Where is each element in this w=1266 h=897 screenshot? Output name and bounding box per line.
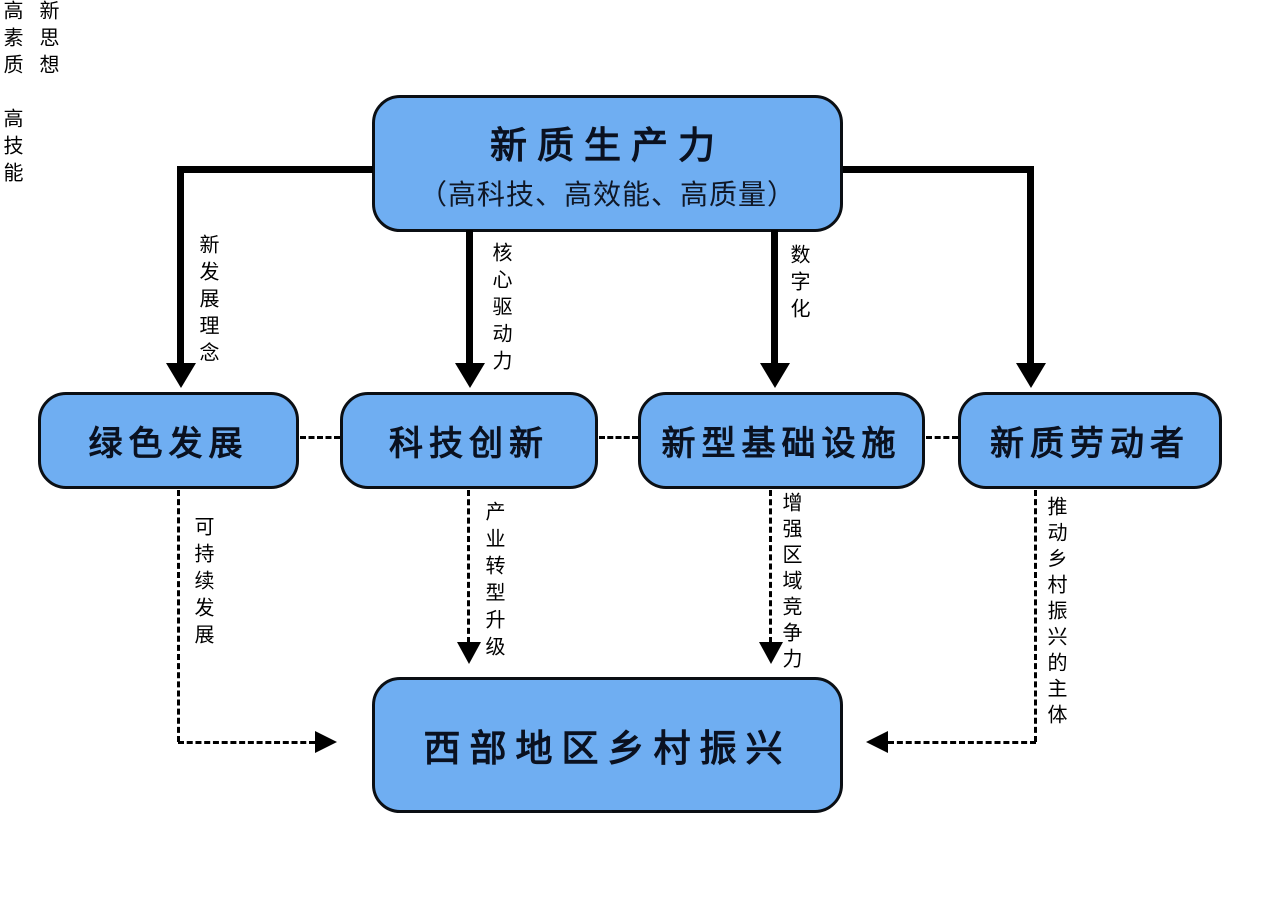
edge-label-core-driving-force: 核心驱动力 <box>489 242 513 377</box>
node-western-rural-revitalization: 西部地区乡村振兴 <box>372 677 843 813</box>
solid-edge-left-horizontal <box>177 166 373 173</box>
edge-label-industrial-upgrading: 产业转型升级 <box>482 501 506 663</box>
arrowhead-right-icon <box>315 731 337 753</box>
node-new-quality-productivity: 新质生产力 （高科技、高效能、高质量） <box>372 95 843 232</box>
dashed-edge-tech-vertical <box>467 490 470 643</box>
arrowhead-down-icon <box>1016 363 1046 388</box>
node-label: 科技创新 <box>389 424 549 464</box>
node-tech-innovation: 科技创新 <box>340 392 598 489</box>
solid-edge-center-right <box>771 230 778 366</box>
edge-label-regional-competitiveness: 增强区域竞争力 <box>779 492 803 674</box>
node-label: 新型基础设施 <box>661 424 902 464</box>
dashed-connector-infra-labor <box>926 436 958 439</box>
dashed-edge-green-horizontal <box>178 741 315 744</box>
node-new-quality-workers: 新质劳动者 <box>958 392 1222 489</box>
edge-label-new-quality-workers: 高素质 高技能 新思想 <box>0 0 1266 189</box>
solid-edge-right-horizontal <box>843 166 1034 173</box>
edge-label-column-left: 高素质 高技能 <box>0 0 24 189</box>
node-new-infrastructure: 新型基础设施 <box>638 392 925 489</box>
node-subtitle: （高科技、高效能、高质量） <box>418 177 796 211</box>
dashed-connector-green-tech <box>300 436 340 439</box>
arrowhead-down-icon <box>455 363 485 388</box>
edge-label-sustainable-development: 可持续发展 <box>191 516 215 651</box>
dashed-connector-tech-infra <box>599 436 638 439</box>
dashed-edge-labor-vertical <box>1034 490 1037 742</box>
solid-edge-left-vertical <box>177 166 184 366</box>
solid-edge-center-left <box>466 230 473 366</box>
node-label: 西部地区乡村振兴 <box>423 727 792 770</box>
arrowhead-down-icon <box>457 642 481 664</box>
edge-label-column-right: 新思想 <box>36 0 60 81</box>
arrowhead-down-icon <box>760 363 790 388</box>
dashed-edge-labor-horizontal <box>888 741 1036 744</box>
solid-edge-right-vertical <box>1027 166 1034 366</box>
edge-label-new-development-concept: 新发展理念 <box>196 234 220 369</box>
arrowhead-down-icon <box>759 642 783 664</box>
edge-label-digitalization: 数字化 <box>787 244 811 325</box>
arrowhead-left-icon <box>866 731 888 753</box>
node-label: 绿色发展 <box>88 424 249 464</box>
node-green-development: 绿色发展 <box>38 392 299 489</box>
dashed-edge-infra-vertical <box>769 490 772 643</box>
node-label: 新质劳动者 <box>990 424 1190 464</box>
edge-label-rural-revitalization-subject: 推动乡村振兴的主体 <box>1044 496 1068 730</box>
dashed-edge-green-vertical <box>177 490 180 742</box>
node-title: 新质生产力 <box>490 123 725 167</box>
arrowhead-down-icon <box>166 363 196 388</box>
